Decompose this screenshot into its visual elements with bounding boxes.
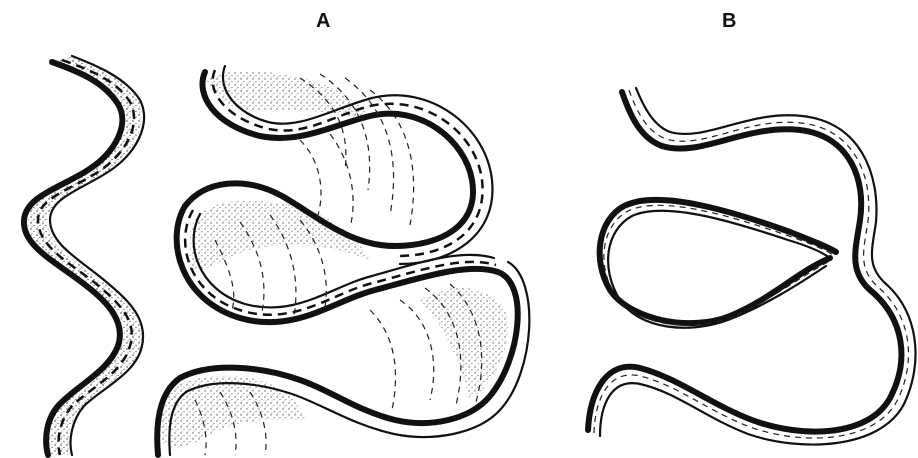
right-loop-stipple — [420, 288, 508, 400]
panel-b-cutoff-channel — [588, 88, 916, 445]
panel-a-meanders — [157, 66, 529, 455]
accretion-arc — [370, 90, 414, 225]
b-upper-inner-bank — [600, 88, 916, 445]
b-upper-dashed-bank — [594, 90, 908, 438]
accretion-arc — [330, 134, 353, 228]
accretion-arc — [400, 300, 434, 400]
b-loop-inner-bank — [608, 211, 830, 328]
left-sinuous-channel — [24, 55, 144, 455]
accretion-arc — [300, 140, 321, 215]
left-channel-bank-a — [24, 62, 122, 455]
lower-loop-stipple — [160, 376, 305, 447]
accretion-arc — [370, 310, 396, 410]
b-loop-dashed-bank — [604, 205, 833, 325]
